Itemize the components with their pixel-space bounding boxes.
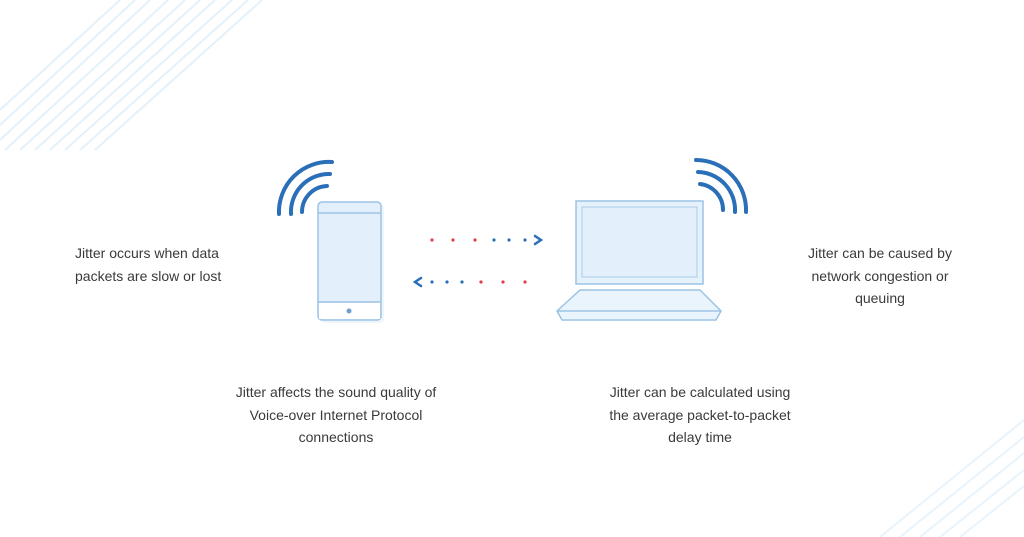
home-button-icon <box>346 308 352 314</box>
laptop-wifi-icon <box>694 158 749 214</box>
caption-bottom-right: Jitter can be calculated using the avera… <box>570 381 830 449</box>
caption-line: connections <box>298 429 374 445</box>
caption-line: Jitter can be calculated using <box>609 384 791 400</box>
smartphone-icon <box>317 201 384 323</box>
caption-line: the average packet-to-packet <box>609 406 791 423</box>
caption-line: Jitter can be caused by <box>808 245 952 261</box>
caption-line: queuing <box>855 290 905 306</box>
caption-line: network congestion or <box>811 267 949 284</box>
background-stripes-top-left <box>0 0 263 151</box>
background-stripes-bottom-right <box>879 419 1024 537</box>
caption-bottom-left: Jitter affects the sound quality of Voic… <box>206 381 466 449</box>
caption-right: Jitter can be caused by network congesti… <box>780 242 980 310</box>
packet-arrow-to-phone <box>412 276 527 288</box>
caption-line: Voice-over Internet Protocol <box>249 406 423 423</box>
caption-line: Jitter occurs when data <box>75 245 219 261</box>
phone-wifi-icon <box>276 159 334 216</box>
packet-arrow-to-laptop <box>430 234 544 246</box>
caption-line: Jitter affects the sound quality of <box>235 384 437 400</box>
laptop-icon <box>556 200 722 321</box>
chevron-right-icon <box>533 234 544 246</box>
caption-line: delay time <box>668 429 732 445</box>
caption-left: Jitter occurs when data packets are slow… <box>75 242 221 287</box>
caption-line: packets are slow or lost <box>75 267 222 284</box>
chevron-left-icon <box>412 276 423 288</box>
